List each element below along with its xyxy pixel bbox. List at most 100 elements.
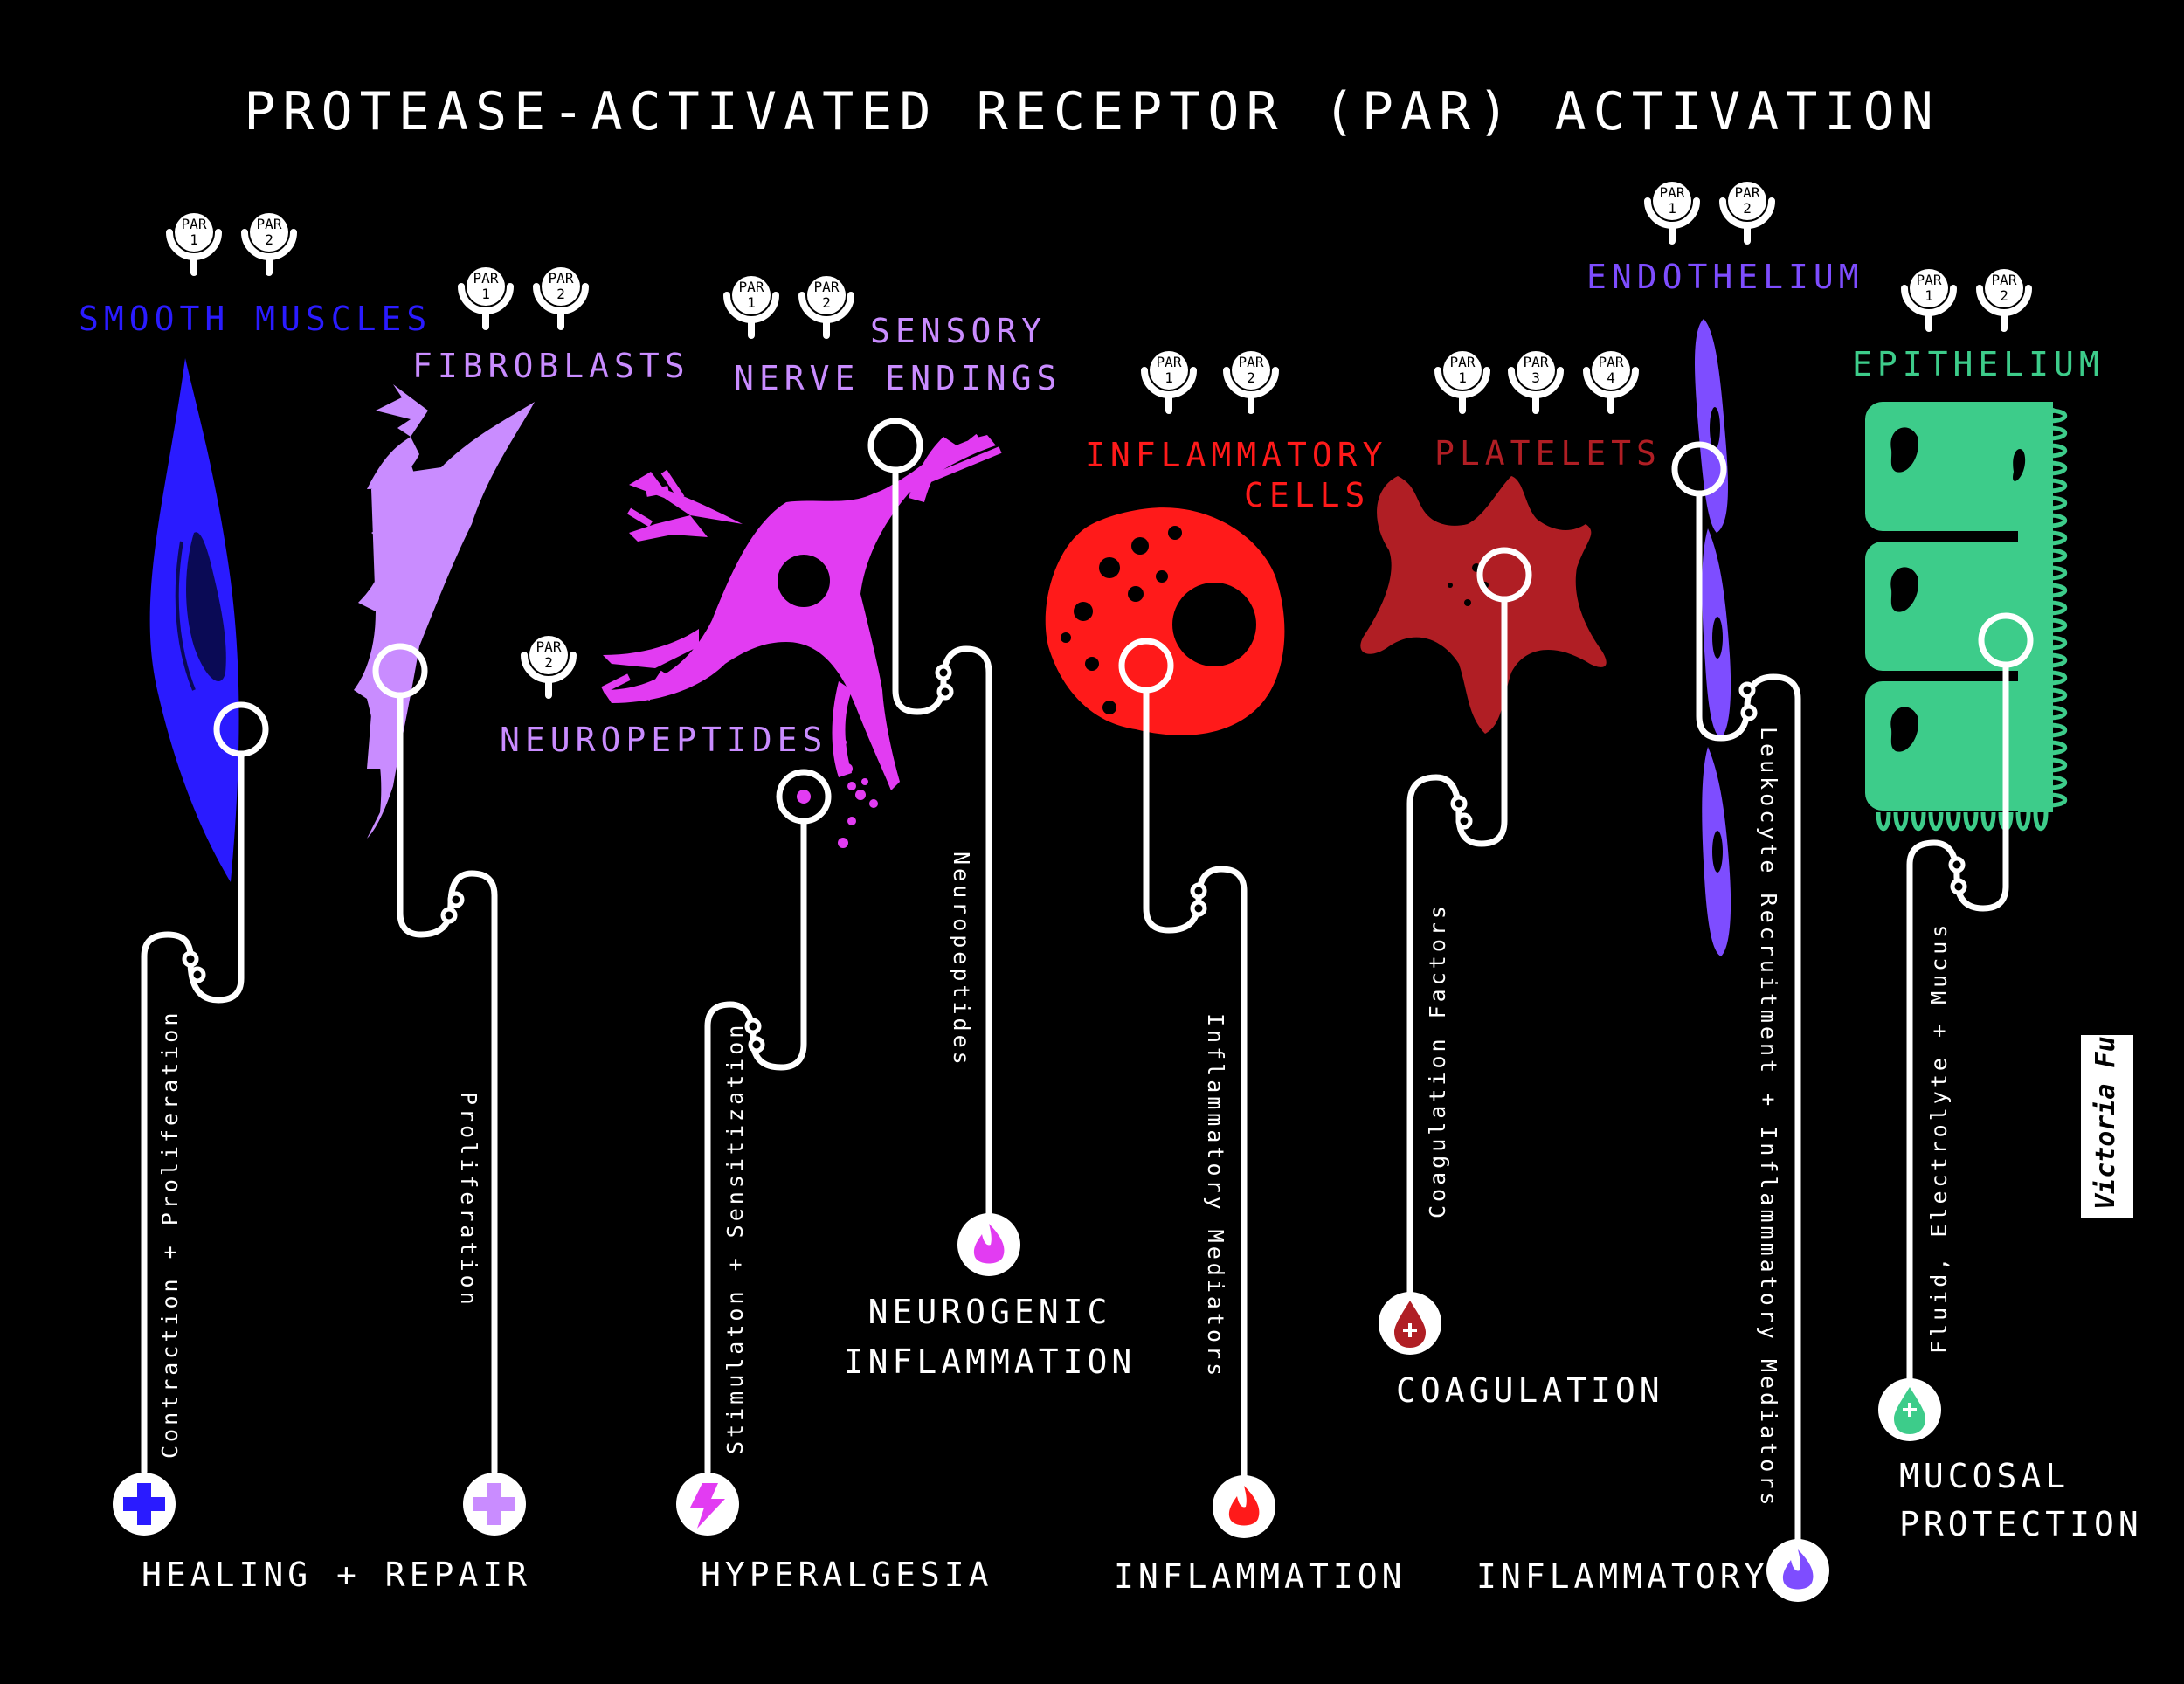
inflammatory-cell-icon <box>1045 507 1285 735</box>
badge-prefix: PAR <box>739 279 764 295</box>
badge-number: 1 <box>1458 369 1467 386</box>
outcome-healing-repair: HEALING + REPAIR <box>142 1556 531 1594</box>
neuropeptides-label: NEUROPEPTIDES <box>500 721 827 759</box>
outcome-coagulation: COAGULATION <box>1396 1371 1664 1410</box>
badge-number: 1 <box>747 294 756 311</box>
connector-platelets <box>1406 547 1532 1301</box>
badge-prefix: PAR <box>473 270 499 286</box>
outcome-mucosal-line1: MUCOSAL <box>1899 1457 2070 1495</box>
signature-logo: Victoria Fury <box>2081 1004 2133 1218</box>
badge-prefix: PAR <box>1992 272 2017 288</box>
flame-icon <box>1766 1539 1829 1602</box>
badge-number: 1 <box>1668 200 1676 217</box>
badge-prefix: PAR <box>1599 354 1624 370</box>
outcome-neurogenic-line2: INFLAMMATION <box>844 1342 1137 1381</box>
badge-number: 2 <box>265 231 273 248</box>
badge-number: 2 <box>822 294 831 311</box>
badge-number: 2 <box>2000 287 2008 304</box>
outcome-hyperalgesia: HYPERALGESIA <box>701 1556 993 1594</box>
par-receptor-icon: PAR 1 <box>1144 351 1193 411</box>
microvilli-icon <box>2048 408 2068 808</box>
connector-fibroblasts <box>372 643 498 1475</box>
plus-icon <box>113 1473 176 1536</box>
inflammatory-cells-label-line2: CELLS <box>1244 476 1370 514</box>
endothelium-label: ENDOTHELIUM <box>1586 258 1864 296</box>
epithelium-cells-icon <box>1865 402 2056 812</box>
page-title: PROTEASE-ACTIVATED RECEPTOR (PAR) ACTIVA… <box>244 81 1939 142</box>
blood-drop-icon <box>1379 1292 1441 1355</box>
par-receptor-icon: PAR 1 <box>461 267 510 327</box>
sensory-neuron-icon <box>594 433 1002 848</box>
par-receptor-icon: PAR 2 <box>1980 269 2028 328</box>
outcome-inflammatory: INFLAMMATORY <box>1476 1557 1769 1596</box>
badge-prefix: PAR <box>1735 184 1760 201</box>
par-receptor-icon: PAR 2 <box>1227 351 1275 411</box>
badge-number: 1 <box>1925 287 1933 304</box>
badge-prefix: PAR <box>1450 354 1476 370</box>
badge-prefix: PAR <box>536 638 562 655</box>
badge-number: 1 <box>1165 369 1173 386</box>
pathway-endothelium: Leukocyte Recruitment + Inflammmatory Me… <box>1756 727 1781 1508</box>
flame-icon <box>957 1213 1020 1276</box>
connector-smooth-muscles <box>141 701 269 1475</box>
inflammatory-cells-label-line1: INFLAMMATORY <box>1085 436 1388 474</box>
badge-number: 4 <box>1607 369 1615 386</box>
smooth-muscle-cell-icon <box>149 358 239 882</box>
smooth-muscles-label: SMOOTH MUSCLES <box>79 300 432 338</box>
epithelium-label: EPITHELIUM <box>1852 345 2105 383</box>
sensory-label-line1: SENSORY <box>870 312 1047 350</box>
badge-number: 2 <box>556 286 565 302</box>
platelet-cell-icon <box>1360 476 1607 734</box>
outcome-neurogenic-line1: NEUROGENIC <box>868 1293 1112 1331</box>
badge-prefix: PAR <box>182 216 207 232</box>
badge-prefix: PAR <box>1524 354 1549 370</box>
badge-number: 2 <box>544 654 553 671</box>
endothelium-cell-icon <box>1695 319 1731 956</box>
par-receptor-icon: PAR 1 <box>1648 182 1697 241</box>
fibroblasts-label: FIBROBLASTS <box>412 347 690 385</box>
platelets-label: PLATELETS <box>1434 434 1662 473</box>
connector-inflammatory-cells <box>1118 638 1248 1480</box>
badge-prefix: PAR <box>1917 272 1942 288</box>
badge-prefix: PAR <box>814 279 840 295</box>
par-receptor-icon: PAR 3 <box>1511 351 1560 411</box>
flame-icon <box>1213 1475 1275 1538</box>
pathway-inflammatory-cells: Inflammatory Mediators <box>1203 1013 1228 1379</box>
badge-prefix: PAR <box>1239 354 1264 370</box>
badge-number: 2 <box>1247 369 1255 386</box>
badge-prefix: PAR <box>1157 354 1182 370</box>
signature-text: Victoria Fury <box>2091 1004 2121 1210</box>
badge-prefix: PAR <box>549 270 574 286</box>
badge-prefix: PAR <box>257 216 282 232</box>
connector-sensory <box>867 418 992 1218</box>
pathway-sensory: Neuropeptides <box>949 852 974 1068</box>
pathway-fibroblasts: Proliferation <box>456 1092 481 1308</box>
microvilli-bottom-icon <box>1876 811 2049 832</box>
par-receptor-icon: PAR 4 <box>1586 351 1635 411</box>
par-receptor-icon: PAR 1 <box>1438 351 1487 411</box>
outcome-inflammation: INFLAMMATION <box>1114 1557 1406 1596</box>
par-receptor-icon: PAR 2 <box>536 267 585 327</box>
par-receptor-icon: PAR 2 <box>1723 182 1772 241</box>
connector-epithelium <box>1906 612 2034 1388</box>
badge-number: 1 <box>481 286 490 302</box>
par-receptor-icon: PAR 2 <box>524 636 573 695</box>
sensory-label-line2: NERVE ENDINGS <box>734 359 1061 397</box>
par-receptor-icon: PAR 1 <box>169 213 218 273</box>
badge-prefix: PAR <box>1660 184 1685 201</box>
par-receptor-icon: PAR 2 <box>245 213 294 273</box>
badge-number: 2 <box>1743 200 1752 217</box>
connector-endothelium <box>1671 441 1801 1545</box>
par-receptor-icon: PAR 2 <box>802 276 851 335</box>
pathway-smooth-muscles: Contraction + Proliferation <box>157 1010 183 1459</box>
water-drop-icon <box>1878 1378 1941 1441</box>
badge-number: 1 <box>190 231 198 248</box>
outcome-mucosal-line2: PROTECTION <box>1899 1505 2143 1543</box>
pathway-neuropeptides: Stimulaton + Sensitization <box>722 1022 748 1454</box>
badge-number: 3 <box>1531 369 1540 386</box>
par-receptor-icon: PAR 1 <box>1904 269 1953 328</box>
connector-neuropeptides <box>704 769 832 1475</box>
pathway-platelets: Coagulation Factors <box>1425 902 1450 1218</box>
plus-icon <box>463 1473 526 1536</box>
